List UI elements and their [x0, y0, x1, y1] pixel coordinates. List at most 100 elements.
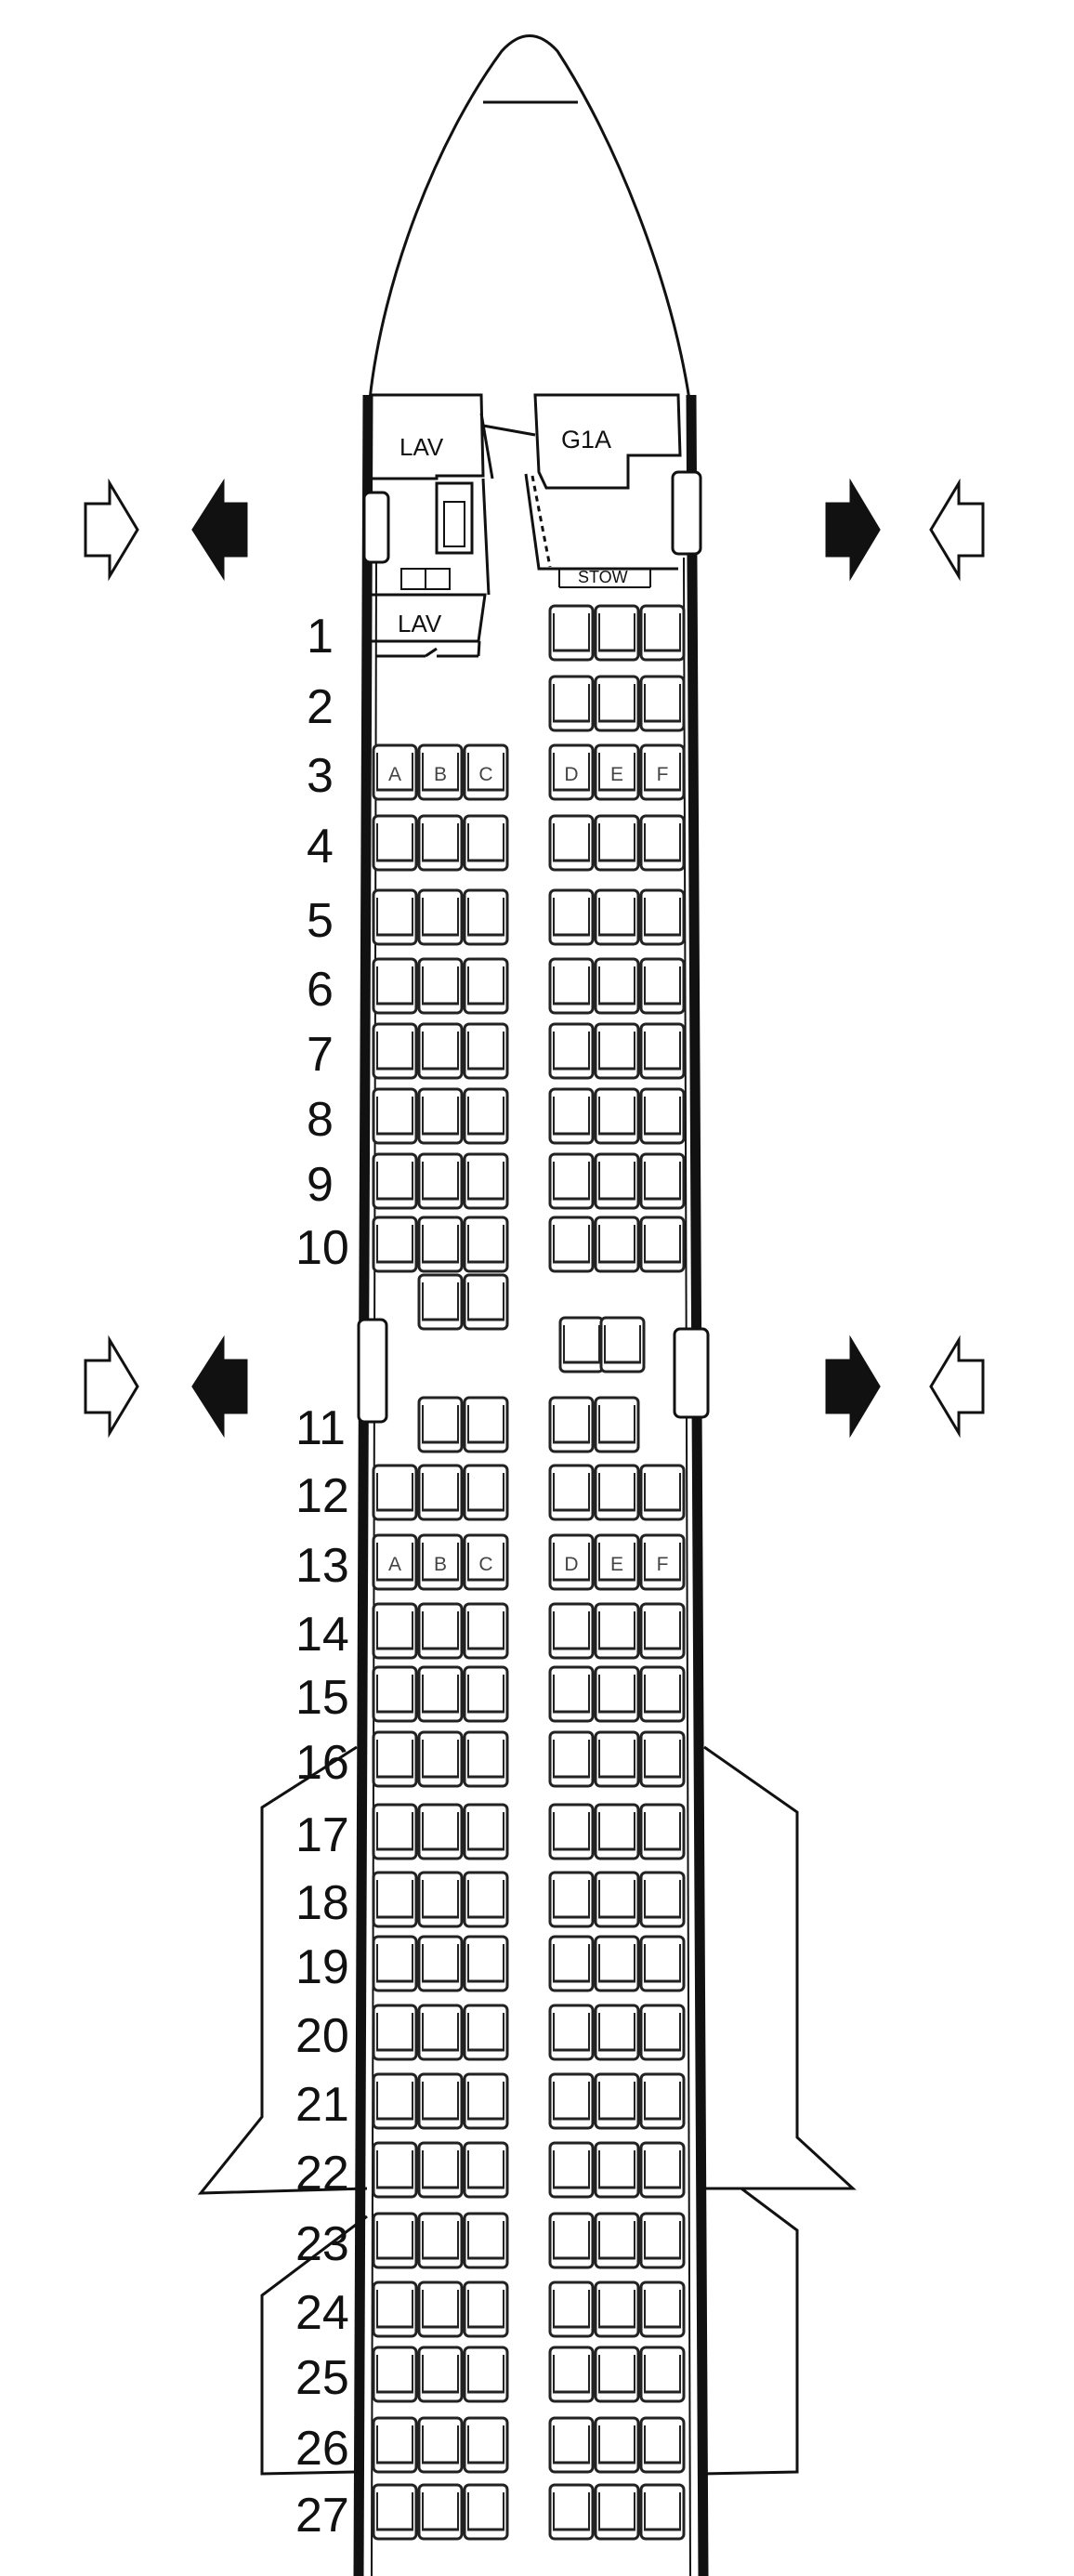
seat-23-left-3[interactable]: [463, 2212, 509, 2269]
seat-16-left-1[interactable]: [372, 1730, 418, 1788]
seat-24-right-2[interactable]: [594, 2280, 640, 2338]
seat-19-right-1[interactable]: [548, 1935, 595, 1992]
seat-10-left-1[interactable]: [372, 1216, 418, 1273]
seat-16-right-2[interactable]: [594, 1730, 640, 1788]
seat-6-left-2[interactable]: [417, 957, 464, 1015]
seat-10-right-1[interactable]: [548, 1216, 595, 1273]
seat-8-right-2[interactable]: [594, 1087, 640, 1145]
seat-12-right-2[interactable]: [594, 1464, 640, 1521]
seat-25-right-3[interactable]: [639, 2346, 686, 2403]
seat-18-left-2[interactable]: [417, 1871, 464, 1928]
seat-5-right-1[interactable]: [548, 888, 595, 946]
seat-21-left-2[interactable]: [417, 2072, 464, 2130]
seat-12-right-1[interactable]: [548, 1464, 595, 1521]
seat-7-left-2[interactable]: [417, 1022, 464, 1080]
seat-14-right-3[interactable]: [639, 1602, 686, 1660]
seat-4-right-3[interactable]: [639, 814, 686, 872]
seat-6-right-1[interactable]: [548, 957, 595, 1015]
seat-14-left-1[interactable]: [372, 1602, 418, 1660]
seat-8-left-2[interactable]: [417, 1087, 464, 1145]
seat-21-left-1[interactable]: [372, 2072, 418, 2130]
seat-25-right-1[interactable]: [548, 2346, 595, 2403]
seat-24-right-1[interactable]: [548, 2280, 595, 2338]
seat-27-right-2[interactable]: [594, 2483, 640, 2541]
seat-18-right-1[interactable]: [548, 1871, 595, 1928]
seat-10-right-2[interactable]: [594, 1216, 640, 1273]
seat-26-left-2[interactable]: [417, 2416, 464, 2474]
seat-12-left-3[interactable]: [463, 1464, 509, 1521]
seat-13-right-3[interactable]: F: [639, 1533, 686, 1591]
seat-3-left-1[interactable]: A: [372, 743, 418, 801]
seat-20-left-2[interactable]: [417, 2004, 464, 2061]
seat-1-right-3[interactable]: [639, 604, 686, 662]
seat-26-right-1[interactable]: [548, 2416, 595, 2474]
seat-2-right-2[interactable]: [594, 675, 640, 732]
seat-27-left-2[interactable]: [417, 2483, 464, 2541]
seat-15-right-3[interactable]: [639, 1665, 686, 1723]
seat-9-right-3[interactable]: [639, 1152, 686, 1210]
seat-gap-right-2[interactable]: [599, 1316, 646, 1373]
seat-24-left-2[interactable]: [417, 2280, 464, 2338]
seat-18-left-3[interactable]: [463, 1871, 509, 1928]
seat-24-right-3[interactable]: [639, 2280, 686, 2338]
seat-22-right-1[interactable]: [548, 2141, 595, 2199]
seat-8-left-1[interactable]: [372, 1087, 418, 1145]
seat-13-left-2[interactable]: B: [417, 1533, 464, 1591]
seat-16-left-3[interactable]: [463, 1730, 509, 1788]
seat-7-left-3[interactable]: [463, 1022, 509, 1080]
seat-20-right-2[interactable]: [594, 2004, 640, 2061]
seat-4-right-2[interactable]: [594, 814, 640, 872]
seat-4-left-2[interactable]: [417, 814, 464, 872]
seat-11-left-2[interactable]: [463, 1396, 509, 1453]
seat-7-right-1[interactable]: [548, 1022, 595, 1080]
seat-9-right-2[interactable]: [594, 1152, 640, 1210]
seat-20-left-1[interactable]: [372, 2004, 418, 2061]
seat-6-left-3[interactable]: [463, 957, 509, 1015]
seat-18-left-1[interactable]: [372, 1871, 418, 1928]
seat-9-left-3[interactable]: [463, 1152, 509, 1210]
seat-15-left-1[interactable]: [372, 1665, 418, 1723]
seat-19-left-2[interactable]: [417, 1935, 464, 1992]
seat-1-right-2[interactable]: [594, 604, 640, 662]
seat-16-right-3[interactable]: [639, 1730, 686, 1788]
seat-22-right-2[interactable]: [594, 2141, 640, 2199]
seat-17-left-2[interactable]: [417, 1803, 464, 1860]
seat-25-right-2[interactable]: [594, 2346, 640, 2403]
seat-15-right-1[interactable]: [548, 1665, 595, 1723]
seat-12-left-1[interactable]: [372, 1464, 418, 1521]
seat-5-left-2[interactable]: [417, 888, 464, 946]
seat-26-right-2[interactable]: [594, 2416, 640, 2474]
seat-gap-left-1[interactable]: [417, 1273, 464, 1331]
seat-7-left-1[interactable]: [372, 1022, 418, 1080]
seat-23-right-2[interactable]: [594, 2212, 640, 2269]
seat-16-left-2[interactable]: [417, 1730, 464, 1788]
seat-10-left-2[interactable]: [417, 1216, 464, 1273]
seat-7-right-3[interactable]: [639, 1022, 686, 1080]
seat-3-right-1[interactable]: D: [548, 743, 595, 801]
seat-gap-left-2[interactable]: [463, 1273, 509, 1331]
seat-3-right-2[interactable]: E: [594, 743, 640, 801]
seat-25-left-1[interactable]: [372, 2346, 418, 2403]
seat-12-right-3[interactable]: [639, 1464, 686, 1521]
seat-23-left-1[interactable]: [372, 2212, 418, 2269]
seat-8-left-3[interactable]: [463, 1087, 509, 1145]
seat-17-left-1[interactable]: [372, 1803, 418, 1860]
seat-5-left-1[interactable]: [372, 888, 418, 946]
seat-8-right-3[interactable]: [639, 1087, 686, 1145]
seat-22-left-2[interactable]: [417, 2141, 464, 2199]
seat-27-right-1[interactable]: [548, 2483, 595, 2541]
seat-14-right-2[interactable]: [594, 1602, 640, 1660]
seat-4-left-1[interactable]: [372, 814, 418, 872]
seat-20-right-1[interactable]: [548, 2004, 595, 2061]
seat-13-right-1[interactable]: D: [548, 1533, 595, 1591]
seat-9-left-1[interactable]: [372, 1152, 418, 1210]
seat-6-right-2[interactable]: [594, 957, 640, 1015]
seat-4-left-3[interactable]: [463, 814, 509, 872]
seat-4-right-1[interactable]: [548, 814, 595, 872]
seat-17-right-1[interactable]: [548, 1803, 595, 1860]
seat-9-left-2[interactable]: [417, 1152, 464, 1210]
seat-12-left-2[interactable]: [417, 1464, 464, 1521]
seat-6-left-1[interactable]: [372, 957, 418, 1015]
seat-11-right-2[interactable]: [594, 1396, 640, 1453]
seat-14-left-2[interactable]: [417, 1602, 464, 1660]
